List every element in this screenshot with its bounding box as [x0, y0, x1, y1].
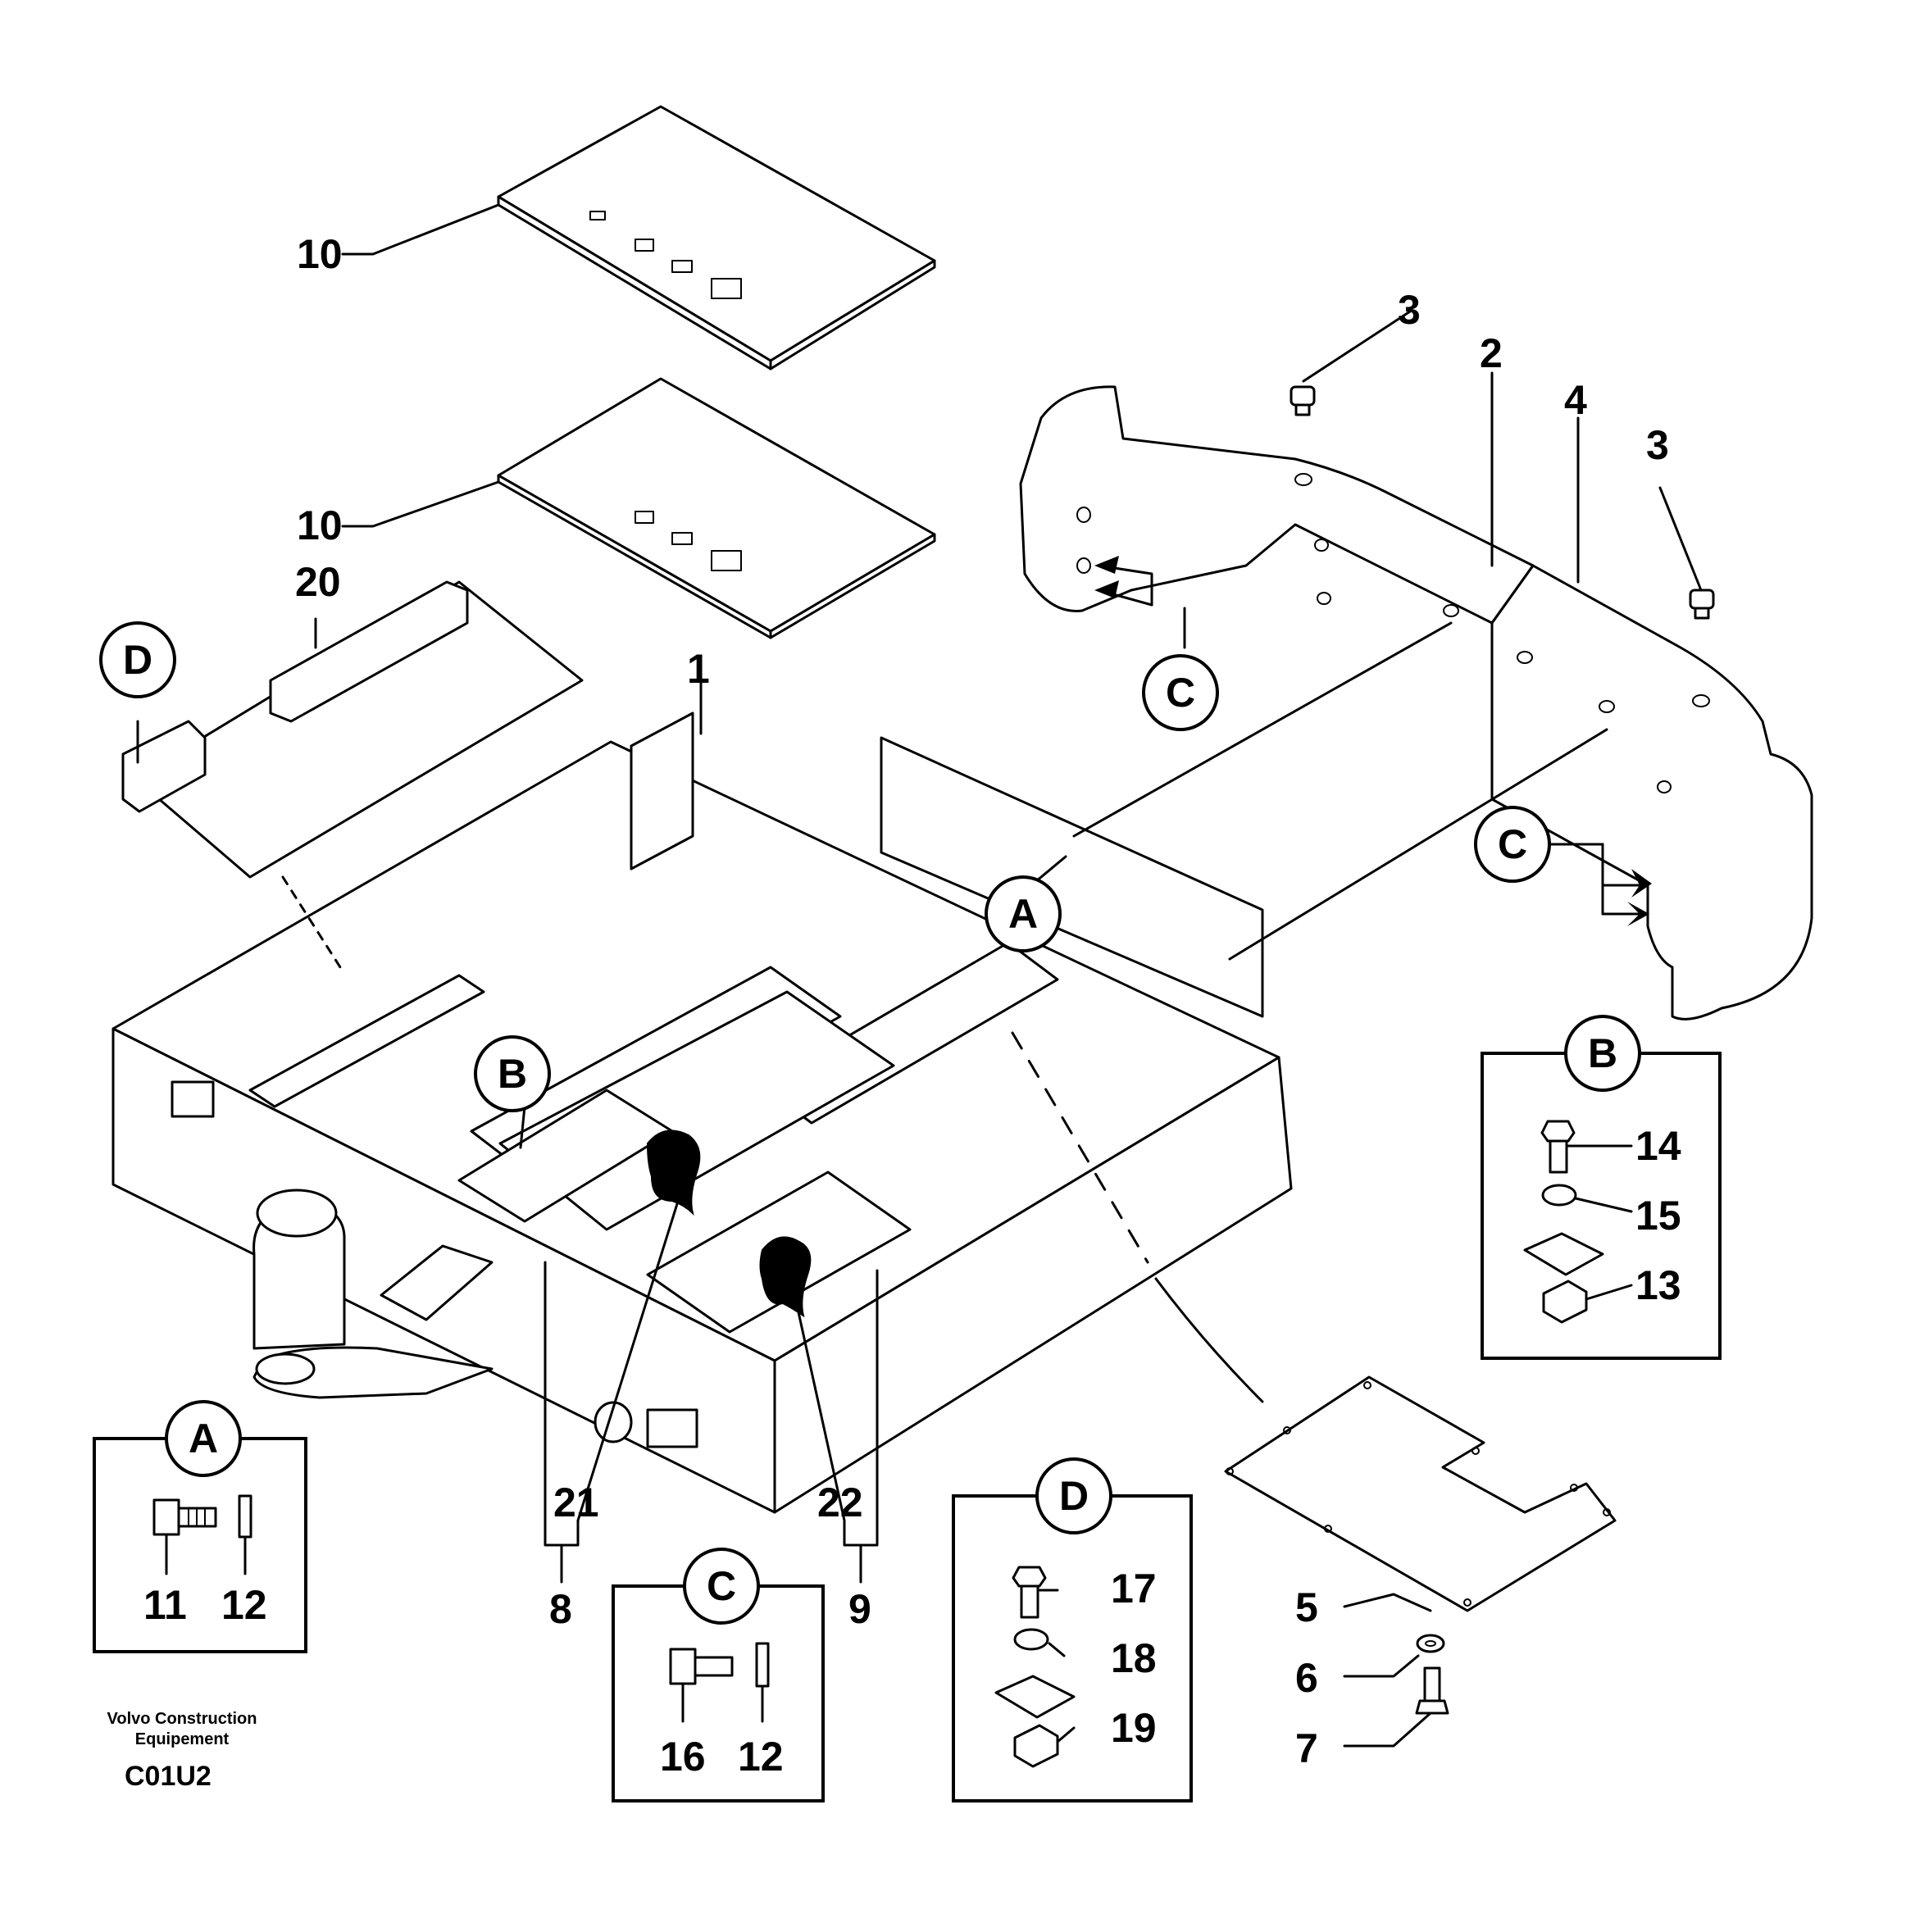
- plug-left: [1290, 385, 1316, 416]
- label-19: 19: [1111, 1705, 1157, 1751]
- label-8: 8: [549, 1586, 572, 1632]
- floor-panel: [1224, 1375, 1617, 1612]
- cushion-21: [646, 1130, 701, 1216]
- label-11: 11: [143, 1582, 187, 1628]
- label-5: 5: [1295, 1584, 1318, 1630]
- svg-text:A: A: [1008, 891, 1038, 937]
- ref-bubble-d-main: D: [99, 621, 176, 698]
- ref-bubble-c-upper: C: [1142, 654, 1219, 731]
- label-16: 16: [660, 1734, 706, 1780]
- arrow-c-lower: [1601, 843, 1652, 926]
- svg-text:D: D: [123, 637, 152, 683]
- ref-bubble-a-main: A: [985, 875, 1062, 952]
- floor-mat-upper: [497, 105, 936, 370]
- ref-bubble-b-main: B: [474, 1035, 551, 1112]
- label-18: 18: [1111, 1635, 1157, 1681]
- label-10-lower: 10: [297, 502, 343, 548]
- floor-mat-lower: [497, 377, 936, 639]
- ref-bubble-c-lower: C: [1474, 806, 1551, 883]
- label-21: 21: [553, 1480, 599, 1525]
- plug-right: [1689, 589, 1715, 620]
- label-20: 20: [295, 559, 341, 605]
- label-4: 4: [1564, 377, 1587, 423]
- svg-text:A: A: [189, 1416, 218, 1462]
- label-13: 13: [1635, 1262, 1681, 1308]
- label-12-c: 12: [738, 1734, 784, 1780]
- svg-text:C: C: [707, 1563, 736, 1609]
- cushion-22: [759, 1236, 812, 1318]
- maker-line-2: Equipement: [135, 1730, 230, 1748]
- washer-6: [1416, 1634, 1445, 1653]
- detail-box-d: D 17 18 19: [952, 1457, 1193, 1802]
- svg-text:B: B: [1588, 1030, 1617, 1076]
- label-3-right: 3: [1646, 422, 1669, 468]
- label-2: 2: [1480, 330, 1503, 376]
- label-3-left: 3: [1398, 287, 1421, 333]
- label-17: 17: [1111, 1566, 1157, 1612]
- svg-text:C: C: [1166, 670, 1195, 716]
- label-15: 15: [1635, 1193, 1681, 1239]
- leader-lines: [136, 203, 1703, 1748]
- counterweight: [1019, 385, 1813, 1021]
- label-14: 14: [1635, 1123, 1681, 1169]
- svg-text:D: D: [1059, 1473, 1089, 1519]
- svg-text:C: C: [1498, 821, 1527, 867]
- detail-box-b: B 14 15 13: [1481, 1015, 1722, 1360]
- detail-box-c: C 16 12: [612, 1548, 825, 1802]
- label-12-a: 12: [221, 1582, 267, 1628]
- figure-code: C01U2: [125, 1761, 212, 1792]
- svg-text:B: B: [498, 1051, 527, 1097]
- label-6: 6: [1295, 1655, 1318, 1701]
- maker-line-1: Volvo Construction: [107, 1710, 257, 1728]
- label-10-upper: 10: [297, 231, 343, 277]
- arrow-c-upper: [1094, 556, 1153, 607]
- detail-box-a: A 11 12: [93, 1400, 307, 1653]
- upper-frame: [111, 711, 1293, 1514]
- bolt-7: [1415, 1666, 1449, 1715]
- label-1: 1: [687, 646, 710, 692]
- label-9: 9: [848, 1586, 871, 1632]
- label-22: 22: [817, 1480, 863, 1525]
- label-7: 7: [1295, 1725, 1318, 1771]
- cover-plate: [121, 580, 584, 879]
